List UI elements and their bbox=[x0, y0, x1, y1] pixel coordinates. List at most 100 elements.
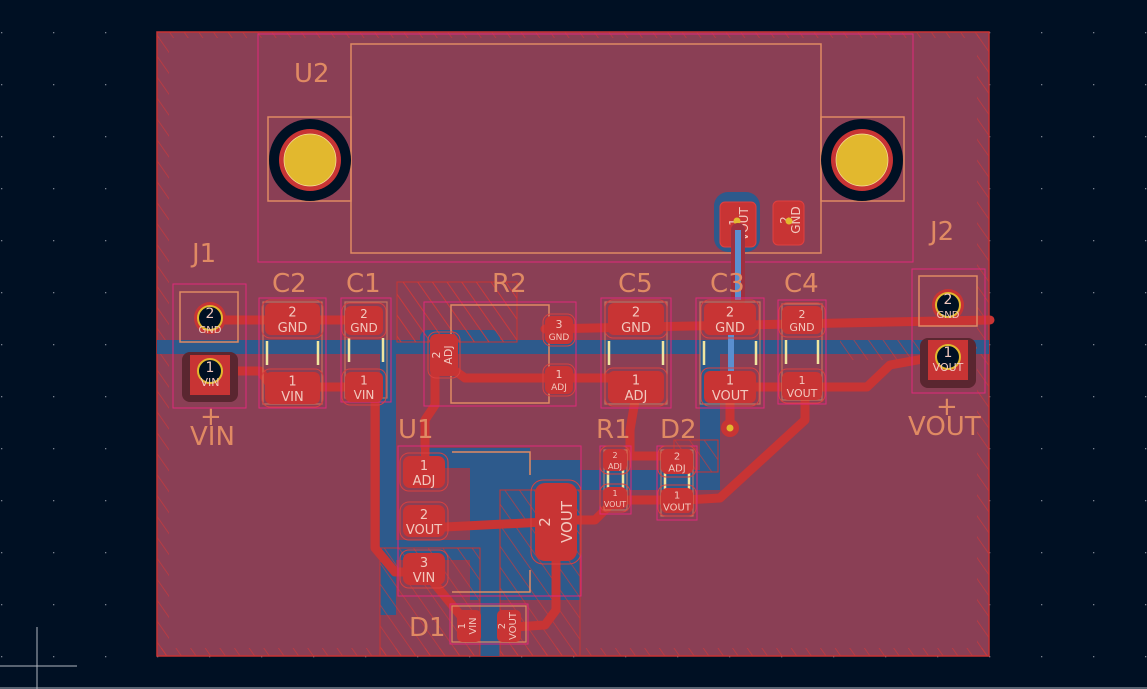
svg-text:2: 2 bbox=[612, 451, 617, 460]
mounting-hole-right[interactable] bbox=[821, 119, 903, 201]
svg-text:3: 3 bbox=[556, 318, 563, 331]
ref-label: U1 bbox=[398, 415, 434, 445]
ref-label: C5 bbox=[618, 269, 653, 299]
svg-text:1: 1 bbox=[420, 459, 428, 474]
svg-text:2: 2 bbox=[420, 508, 428, 523]
svg-text:VIN: VIN bbox=[413, 571, 435, 586]
ref-label: C3 bbox=[710, 269, 745, 299]
component-j1[interactable]: J1 + VIN 2 GND 1 VIN bbox=[172, 239, 247, 452]
courtyard bbox=[172, 283, 247, 409]
svg-text:VOUT: VOUT bbox=[712, 389, 748, 404]
polarity-label: + bbox=[200, 402, 222, 432]
courtyard bbox=[449, 603, 529, 645]
svg-text:VOUT: VOUT bbox=[558, 500, 576, 543]
ref-label: R1 bbox=[596, 415, 631, 445]
courtyard bbox=[600, 297, 672, 409]
cursor-crosshair bbox=[0, 627, 77, 689]
svg-text:1: 1 bbox=[206, 360, 215, 376]
svg-text:VIN: VIN bbox=[201, 376, 220, 389]
svg-text:GND: GND bbox=[789, 206, 803, 234]
svg-text:GND: GND bbox=[715, 321, 745, 336]
component-j2[interactable]: J2 + VOUT 2 GND 1 VOUT bbox=[908, 217, 986, 442]
svg-text:VIN: VIN bbox=[354, 388, 375, 402]
svg-text:2: 2 bbox=[497, 623, 508, 629]
courtyard bbox=[911, 268, 986, 394]
pad-j2-1[interactable]: 1 VOUT bbox=[920, 338, 976, 388]
ref-label: D1 bbox=[409, 613, 446, 643]
ref-label: J2 bbox=[928, 217, 954, 247]
courtyard bbox=[257, 33, 914, 263]
polarity-label: + bbox=[936, 392, 958, 422]
svg-text:1: 1 bbox=[288, 374, 296, 389]
svg-text:VOUT: VOUT bbox=[406, 523, 442, 538]
svg-text:ADJ: ADJ bbox=[442, 345, 455, 364]
svg-text:2: 2 bbox=[360, 307, 368, 321]
svg-text:1: 1 bbox=[726, 373, 734, 388]
svg-text:2: 2 bbox=[944, 292, 953, 308]
svg-text:1: 1 bbox=[944, 345, 953, 361]
silkscreen-outline bbox=[604, 301, 668, 405]
svg-text:GND: GND bbox=[199, 325, 222, 336]
svg-text:ADJ: ADJ bbox=[625, 389, 648, 404]
svg-text:VOUT: VOUT bbox=[933, 361, 964, 374]
pad-j1-1[interactable]: 1 VIN bbox=[182, 352, 238, 402]
pad-j2-2[interactable]: 2 GND bbox=[932, 289, 964, 321]
svg-text:2: 2 bbox=[430, 352, 443, 359]
ref-label: C1 bbox=[346, 269, 381, 299]
mounting-hole-left[interactable] bbox=[269, 119, 351, 201]
svg-text:GND: GND bbox=[789, 321, 814, 334]
svg-text:GND: GND bbox=[350, 321, 378, 335]
svg-text:1: 1 bbox=[612, 489, 617, 498]
courtyard bbox=[423, 301, 577, 407]
ref-label: U2 bbox=[294, 59, 330, 89]
svg-text:ADJ: ADJ bbox=[668, 464, 686, 475]
component-u2[interactable]: U2 VOUT 1 GND 2 bbox=[257, 33, 914, 263]
svg-text:2: 2 bbox=[799, 308, 806, 321]
silkscreen-outline bbox=[699, 301, 761, 405]
svg-text:GND: GND bbox=[621, 321, 651, 336]
value-label: VIN bbox=[190, 422, 235, 452]
pad-j1-2[interactable]: 2 GND bbox=[194, 302, 226, 336]
svg-text:ADJ: ADJ bbox=[551, 383, 567, 393]
svg-text:1: 1 bbox=[556, 368, 563, 381]
svg-text:ADJ: ADJ bbox=[608, 462, 622, 471]
pad-u2-2[interactable]: GND 2 bbox=[772, 200, 805, 246]
svg-text:VOUT: VOUT bbox=[787, 387, 818, 400]
ref-label: C2 bbox=[272, 269, 307, 299]
courtyard bbox=[777, 299, 827, 405]
